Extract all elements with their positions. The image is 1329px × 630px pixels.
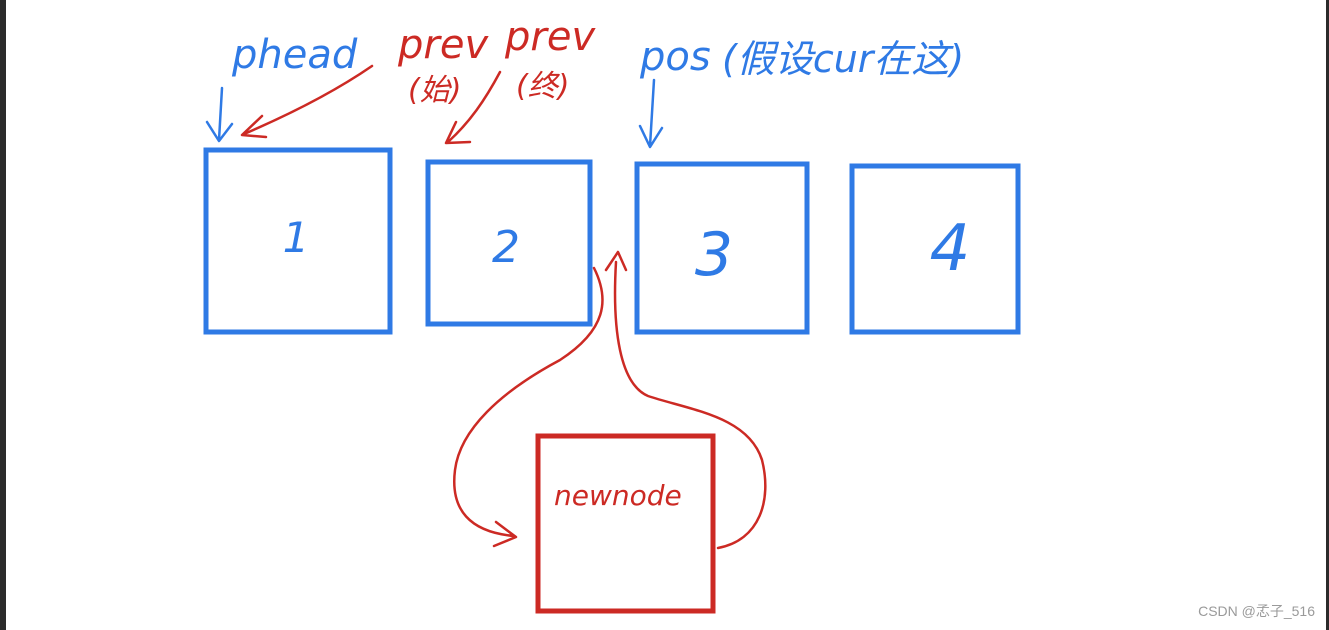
- node-box-3: [634, 161, 810, 335]
- pos-arrow: [638, 78, 664, 149]
- prev-end-label: prev: [504, 14, 596, 60]
- link-newnode-to-node3: [604, 250, 767, 550]
- node-value-4: 4: [930, 212, 971, 286]
- pos-label: pos: [639, 34, 711, 80]
- prev-end-arrow: [444, 70, 502, 145]
- node-value-2: 2: [492, 222, 520, 273]
- prev-end-note: (终): [516, 69, 569, 104]
- node-box-4: [849, 163, 1021, 335]
- prev-start-note: (始): [408, 73, 461, 108]
- link-node2-to-newnode: [453, 266, 604, 548]
- newnode-label: newnode: [554, 479, 682, 512]
- phead-label: phead: [231, 32, 358, 78]
- node-value-1: 1: [283, 213, 310, 262]
- watermark: CSDN @孞子_516: [1198, 603, 1315, 619]
- phead-arrow: [205, 86, 234, 143]
- prev-start-arrow: [240, 64, 374, 139]
- node-value-3: 3: [695, 220, 733, 290]
- pos-note: (假设cur在这): [722, 37, 964, 81]
- left-edge-bar: [0, 0, 6, 630]
- node-box-1: [203, 147, 393, 335]
- node-box-2: [425, 159, 593, 327]
- prev-start-label: prev: [397, 22, 489, 68]
- newnode-box: [535, 433, 716, 614]
- right-edge-bar: [1326, 0, 1329, 630]
